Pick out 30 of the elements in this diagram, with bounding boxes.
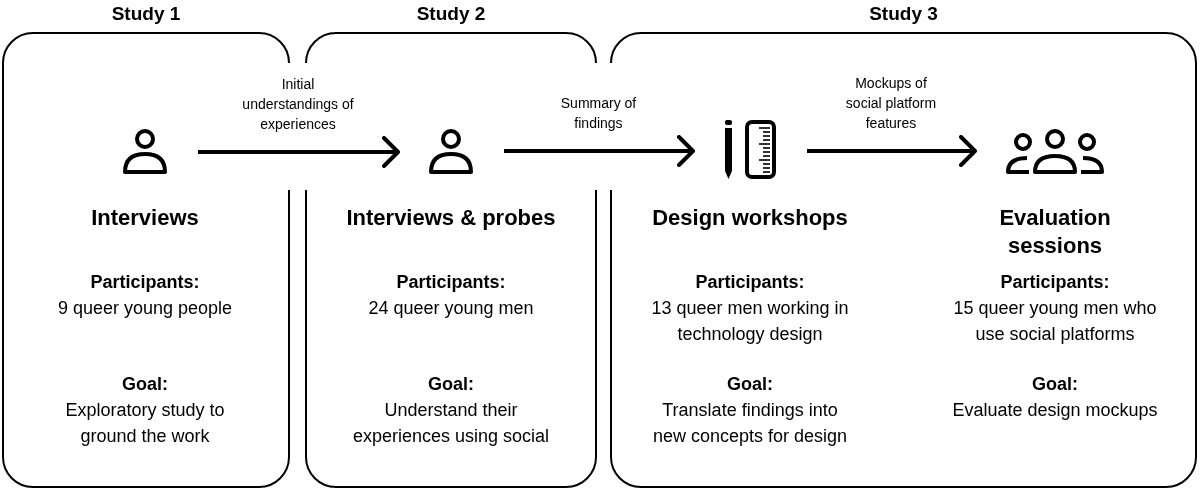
- person-icon: [428, 128, 474, 176]
- goal-text: Evaluate design mockups: [952, 399, 1158, 422]
- participants-text: 13 queer men working in technology design: [650, 297, 850, 346]
- study-heading: Study 2: [415, 2, 487, 26]
- goal-text: Exploratory study to ground the work: [64, 399, 226, 448]
- study-heading: Study 1: [110, 2, 182, 26]
- activity-title: Interviews & probes: [345, 204, 557, 232]
- pencil-ruler-icon: [723, 120, 777, 180]
- person-icon: [122, 128, 168, 176]
- field-label: Goal:: [726, 373, 774, 396]
- field-label: Participants:: [694, 271, 806, 294]
- activity-title: Evaluation sessions: [998, 204, 1112, 260]
- arrow: [807, 135, 977, 167]
- arrow: [504, 135, 695, 167]
- field-label: Participants:: [395, 271, 507, 294]
- arrow: [198, 136, 400, 168]
- activity-title: Interviews: [90, 204, 200, 232]
- goal-text: Understand their experiences using social: [351, 399, 551, 448]
- participants-text: 15 queer young men who use social platforms: [952, 297, 1158, 346]
- field-label: Participants:: [999, 271, 1111, 294]
- participants-text: 24 queer young men: [367, 297, 535, 320]
- study-heading: Study 3: [868, 2, 939, 26]
- activity-title: Design workshops: [651, 204, 849, 232]
- group-icon: [1005, 128, 1105, 176]
- field-label: Goal:: [1031, 373, 1079, 396]
- goal-text: Translate findings into new concepts for design: [651, 399, 849, 448]
- field-label: Goal:: [427, 373, 475, 396]
- field-label: Goal:: [121, 373, 169, 396]
- participants-text: 9 queer young people: [56, 297, 234, 320]
- field-label: Participants:: [89, 271, 201, 294]
